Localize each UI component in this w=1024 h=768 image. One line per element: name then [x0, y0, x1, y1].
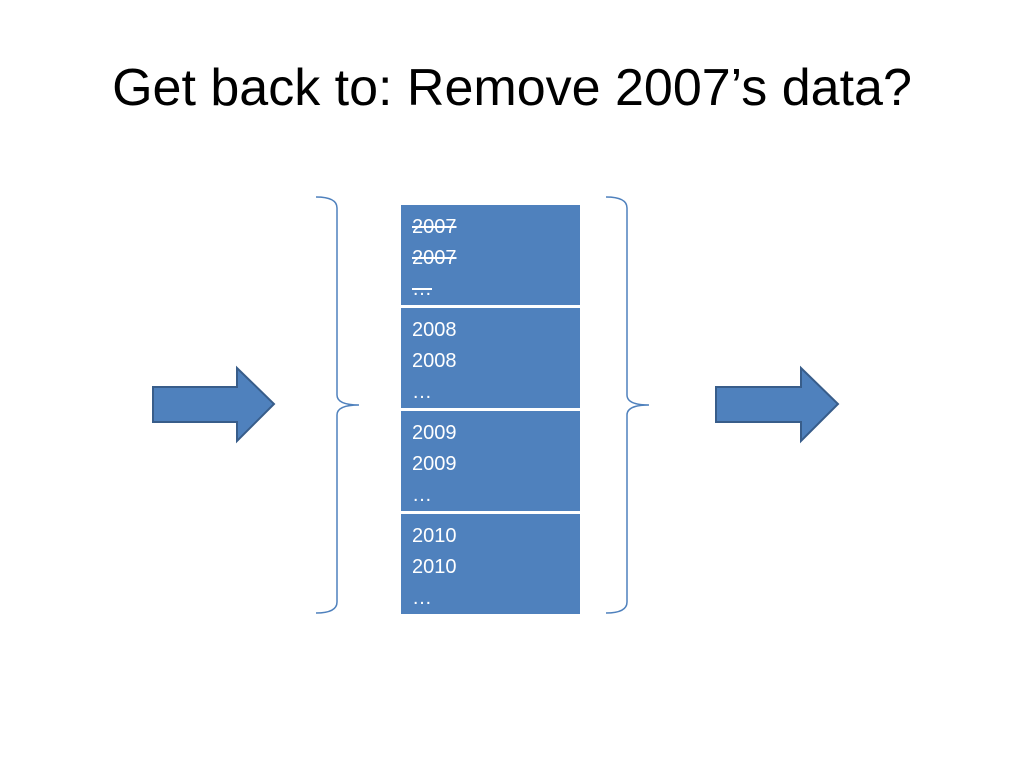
- partition-row: 2008: [412, 319, 457, 341]
- partition-2007: 2007 2007 …: [401, 205, 580, 305]
- partition-row: …: [412, 381, 432, 403]
- partition-stack: 2007 2007 … 2008 2008 … 2009 2009 … 2010…: [401, 205, 580, 614]
- partition-row: 2010: [412, 556, 457, 578]
- left-brace: [315, 196, 360, 614]
- right-brace: [605, 196, 650, 614]
- partition-row: …: [412, 278, 432, 300]
- partition-row: 2007: [412, 247, 457, 269]
- slide-title: Get back to: Remove 2007’s data?: [112, 59, 912, 117]
- partition-row: 2009: [412, 422, 457, 444]
- partition-row: …: [412, 587, 432, 609]
- partition-2010: 2010 2010 …: [401, 514, 580, 614]
- partition-row: …: [412, 484, 432, 506]
- partition-2009: 2009 2009 …: [401, 411, 580, 511]
- input-arrow-icon: [152, 365, 276, 444]
- partition-row: 2009: [412, 453, 457, 475]
- partition-row: 2010: [412, 525, 457, 547]
- partition-row: 2007: [412, 216, 457, 238]
- partition-row: 2008: [412, 350, 457, 372]
- output-arrow-icon: [715, 365, 840, 444]
- partition-2008: 2008 2008 …: [401, 308, 580, 408]
